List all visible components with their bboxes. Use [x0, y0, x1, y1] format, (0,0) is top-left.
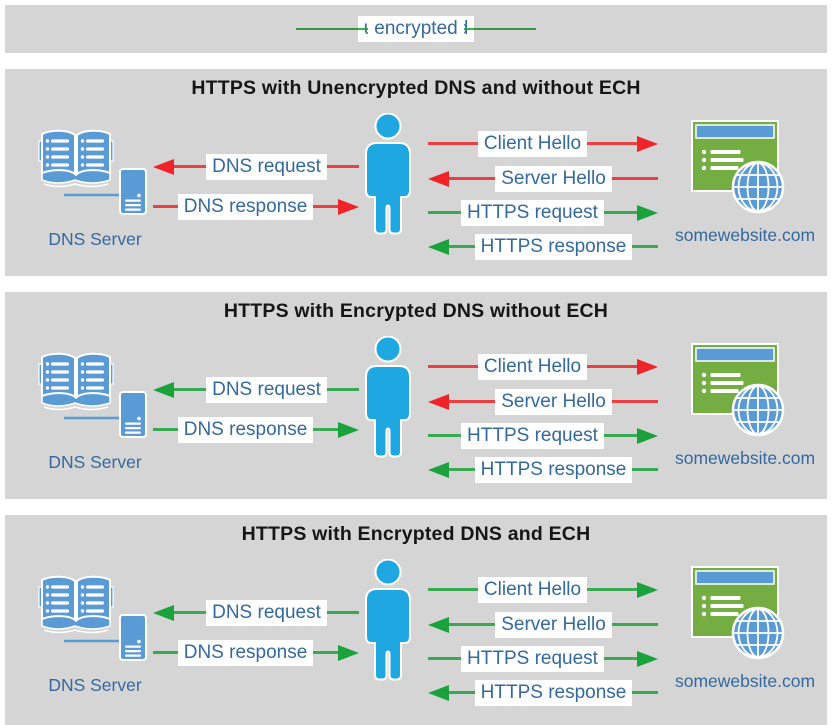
website-label: somewebsite.com	[674, 671, 816, 691]
panel-unencrypted-dns-no-ech: HTTPS with Unencrypted DNS and without E…	[5, 69, 827, 276]
arrow-label: Server Hello	[495, 611, 612, 638]
arrow-server-hello: Server Hello	[428, 611, 659, 638]
arrow-https-request: HTTPS request	[428, 645, 658, 672]
arrowhead-left-icon	[153, 381, 174, 398]
arrowhead-left-icon	[428, 393, 449, 410]
arrowhead-left-icon	[428, 616, 449, 633]
arrow-https-response: HTTPS response	[428, 456, 659, 483]
dns-server-label: DNS Server	[48, 452, 142, 472]
arrow-dns-response: DNS response	[153, 416, 359, 443]
arrowhead-right-icon	[637, 650, 658, 667]
arrow-dns-request: DNS request	[153, 153, 359, 180]
arrow-dns-request: DNS request	[153, 599, 359, 626]
arrow-label: Client Hello	[477, 130, 588, 157]
arrowhead-right-icon	[637, 135, 658, 152]
arrowhead-left-icon	[153, 158, 174, 175]
arrowhead-right-icon	[338, 644, 359, 661]
arrow-dns-response: DNS response	[153, 639, 359, 666]
arrowhead-right-icon	[637, 358, 658, 375]
legend-bar: unencrypted encrypted	[5, 5, 827, 53]
person-icon	[365, 336, 411, 458]
arrow-label: DNS request	[206, 376, 327, 403]
arrowhead-left-icon	[428, 238, 449, 255]
arrow-https-response: HTTPS response	[428, 679, 659, 706]
arrow-label: DNS response	[177, 416, 314, 443]
legend-line	[296, 27, 369, 31]
arrow-label: HTTPS request	[461, 645, 604, 672]
arrow-label: HTTPS response	[474, 456, 633, 483]
website-label: somewebsite.com	[674, 448, 816, 468]
arrow-label: HTTPS request	[461, 422, 604, 449]
panel-encrypted-dns-no-ech: HTTPS with Encrypted DNS without ECH	[5, 292, 827, 499]
arrow-client-hello: Client Hello	[428, 353, 658, 380]
arrow-label: Server Hello	[495, 165, 612, 192]
website-label: somewebsite.com	[674, 225, 816, 245]
panel-title: HTTPS with Encrypted DNS and ECH	[241, 523, 591, 545]
arrow-label: DNS response	[177, 639, 314, 666]
arrow-label: HTTPS response	[474, 233, 633, 260]
legend-item-encrypted: encrypted	[296, 16, 537, 43]
legend-line	[463, 27, 537, 31]
arrow-dns-response: DNS response	[153, 193, 359, 220]
dns-server-icon	[38, 352, 147, 438]
website-icon	[691, 120, 785, 214]
arrow-server-hello: Server Hello	[428, 388, 659, 415]
panel-title: HTTPS with Unencrypted DNS and without E…	[191, 77, 641, 99]
person-icon	[365, 559, 411, 681]
arrow-https-request: HTTPS request	[428, 199, 658, 226]
person-icon	[365, 113, 411, 235]
dns-server-icon	[38, 575, 147, 661]
arrow-label: Client Hello	[477, 576, 588, 603]
arrowhead-right-icon	[338, 421, 359, 438]
arrowhead-right-icon	[637, 204, 658, 221]
arrow-https-request: HTTPS request	[428, 422, 658, 449]
arrow-label: Server Hello	[495, 388, 612, 415]
arrowhead-left-icon	[428, 170, 449, 187]
arrow-client-hello: Client Hello	[428, 130, 658, 157]
dns-server-icon	[38, 129, 147, 215]
arrowhead-left-icon	[428, 684, 449, 701]
website-icon	[691, 566, 785, 660]
arrow-dns-request: DNS request	[153, 376, 359, 403]
arrow-label: Client Hello	[477, 353, 588, 380]
arrow-label: DNS request	[206, 599, 327, 626]
arrowhead-right-icon	[637, 427, 658, 444]
arrowhead-left-icon	[153, 604, 174, 621]
website-icon	[691, 343, 785, 437]
arrow-https-response: HTTPS response	[428, 233, 659, 260]
arrow-label: DNS request	[206, 153, 327, 180]
arrow-label: HTTPS response	[474, 679, 633, 706]
dns-server-label: DNS Server	[48, 675, 142, 695]
arrow-client-hello: Client Hello	[428, 576, 658, 603]
arrow-label: DNS response	[177, 193, 314, 220]
arrow-label: encrypted	[368, 16, 464, 42]
panel-title: HTTPS with Encrypted DNS without ECH	[223, 300, 609, 322]
arrowhead-right-icon	[338, 198, 359, 215]
panel-encrypted-dns-with-ech: HTTPS with Encrypted DNS and ECH	[5, 515, 827, 725]
arrowhead-left-icon	[428, 461, 449, 478]
arrow-label: HTTPS request	[461, 199, 604, 226]
arrowhead-right-icon	[637, 581, 658, 598]
dns-server-label: DNS Server	[48, 229, 142, 249]
arrow-server-hello: Server Hello	[428, 165, 659, 192]
